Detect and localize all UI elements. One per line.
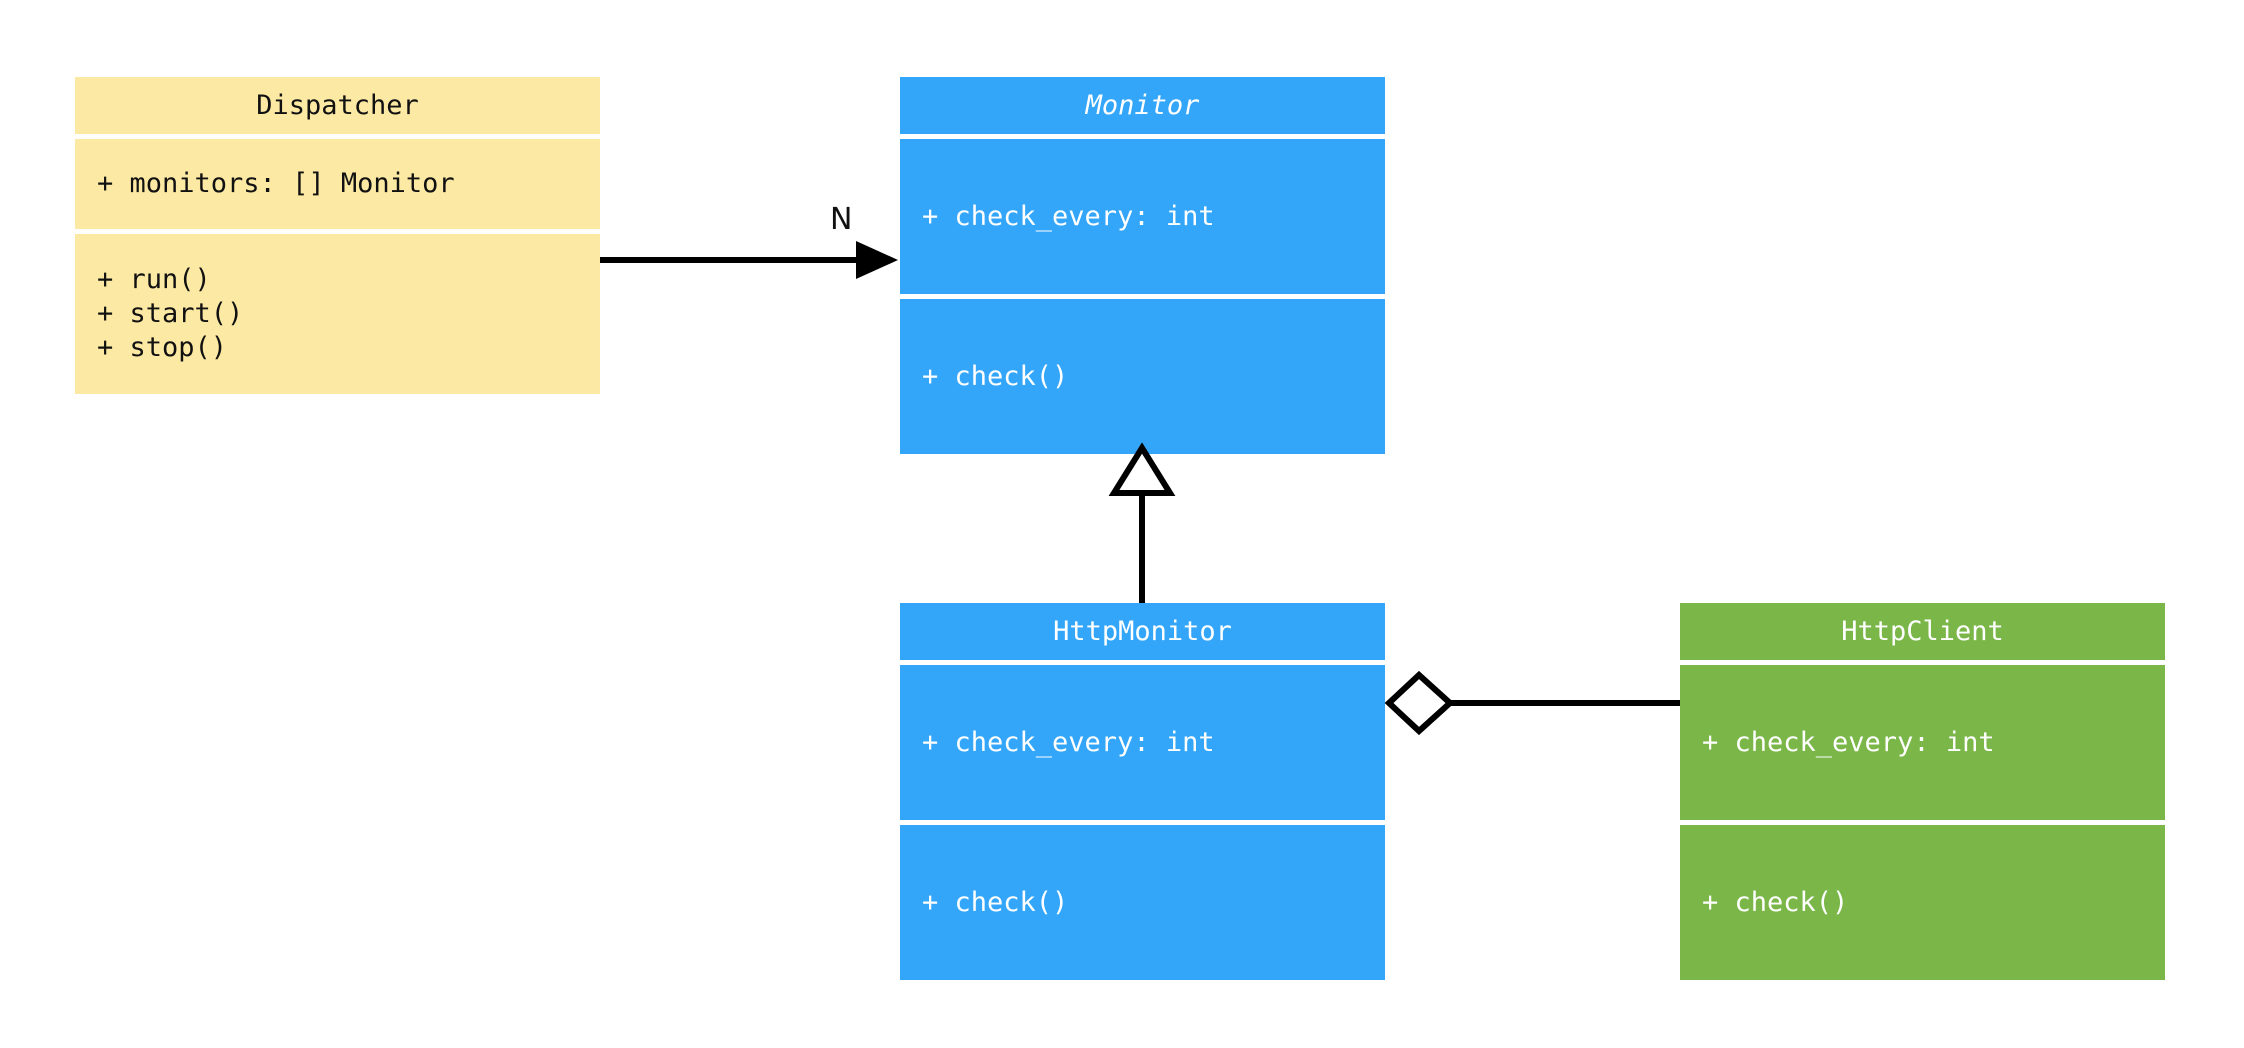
class-methods-monitor: + check() xyxy=(900,299,1385,454)
attribute-list-httpclient: + check_every: int xyxy=(1702,726,1995,758)
attribute-list-monitor: + check_every: int xyxy=(922,200,1215,232)
class-attributes-httpclient: + check_every: int xyxy=(1680,665,2165,820)
method-list-monitor: + check() xyxy=(922,360,1069,392)
class-box-httpmonitor[interactable]: HttpMonitor + check_every: int + check() xyxy=(900,603,1385,980)
relation-httpmonitor-to-httpclient xyxy=(1384,670,1680,736)
attribute-list-httpmonitor: + check_every: int xyxy=(922,726,1215,758)
method-list-httpclient: + check() xyxy=(1702,886,1849,918)
hollow-diamond-icon-aggregation xyxy=(1384,670,1455,736)
method-list-httpmonitor: + check() xyxy=(922,886,1069,918)
class-attributes-monitor: + check_every: int xyxy=(900,139,1385,294)
class-attributes-httpmonitor: + check_every: int xyxy=(900,665,1385,820)
class-box-monitor[interactable]: Monitor + check_every: int + check() xyxy=(900,77,1385,454)
arrowhead-icon-dispatcher-monitor xyxy=(856,241,898,279)
class-name-dispatcher: Dispatcher xyxy=(256,89,419,121)
relation-httpmonitor-to-monitor xyxy=(1108,442,1176,603)
class-header-httpmonitor: HttpMonitor xyxy=(900,603,1385,660)
class-methods-httpclient: + check() xyxy=(1680,825,2165,980)
hollow-triangle-icon-inheritance xyxy=(1108,442,1176,496)
class-header-monitor: Monitor xyxy=(900,77,1385,134)
class-name-monitor: Monitor xyxy=(1085,89,1200,121)
class-header-dispatcher: Dispatcher xyxy=(75,77,600,134)
class-box-httpclient[interactable]: HttpClient + check_every: int + check() xyxy=(1680,603,2165,980)
class-name-httpmonitor: HttpMonitor xyxy=(1053,615,1232,647)
class-box-dispatcher[interactable]: Dispatcher + monitors: [] Monitor + run(… xyxy=(75,77,600,394)
method-list-dispatcher: + run() + start() + stop() xyxy=(97,264,244,363)
class-methods-httpmonitor: + check() xyxy=(900,825,1385,980)
class-name-httpclient: HttpClient xyxy=(1841,615,2004,647)
class-attributes-dispatcher: + monitors: [] Monitor xyxy=(75,139,600,229)
multiplicity-label-dispatcher-monitor: N xyxy=(830,202,853,237)
class-header-httpclient: HttpClient xyxy=(1680,603,2165,660)
class-methods-dispatcher: + run() + start() + stop() xyxy=(75,234,600,394)
relation-dispatcher-to-monitor xyxy=(600,241,898,279)
attribute-list-dispatcher: + monitors: [] Monitor xyxy=(97,168,455,199)
